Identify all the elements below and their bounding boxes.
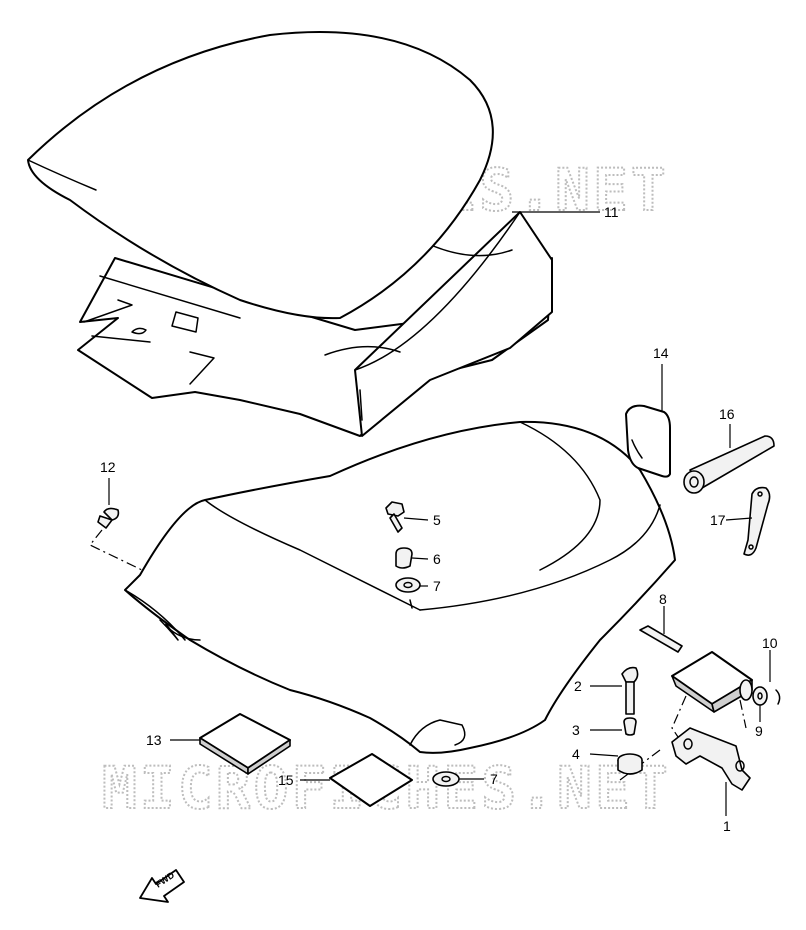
bracket-part-17 (725, 486, 771, 556)
callout-14: 14 (653, 345, 669, 361)
pipe-part-16 (683, 424, 775, 494)
callout-12: 12 (100, 459, 116, 475)
fwd-arrow-icon: FWD (139, 869, 185, 903)
hinge-block (671, 651, 753, 713)
callout-15: 15 (278, 772, 294, 788)
clip-part-10 (769, 650, 781, 705)
callout-10: 10 (762, 635, 778, 651)
bolt-part-2 (590, 666, 639, 715)
collar-part-3 (590, 717, 637, 736)
callout-8: 8 (659, 591, 667, 607)
bolt-part-5 (385, 501, 429, 533)
callout-7-lower: 7 (490, 771, 498, 787)
callout-2: 2 (574, 678, 582, 694)
callout-16: 16 (719, 406, 735, 422)
sheet-part-15 (300, 753, 413, 807)
callout-9: 9 (755, 723, 763, 739)
callout-3: 3 (572, 722, 580, 738)
seat-cover-part-11 (27, 31, 553, 437)
hinge-bracket-part-1 (671, 727, 751, 816)
callout-1: 1 (723, 818, 731, 834)
grommet-part-4 (589, 753, 643, 775)
callout-4: 4 (572, 746, 580, 762)
collar-part-6 (395, 547, 429, 569)
callout-5: 5 (433, 512, 441, 528)
callout-11: 11 (604, 204, 619, 220)
callout-7-upper: 7 (433, 578, 441, 594)
callout-13: 13 (146, 732, 162, 748)
screw-part-12 (89, 478, 143, 571)
pad-part-13 (170, 713, 291, 775)
callout-6: 6 (433, 551, 441, 567)
washer-part-9 (752, 686, 768, 722)
washer-part-7-lower (432, 771, 484, 787)
plate-part-14 (625, 364, 671, 478)
washer-part-7-upper (395, 577, 428, 593)
bolt-part-8 (639, 606, 683, 653)
callout-17: 17 (710, 512, 726, 528)
